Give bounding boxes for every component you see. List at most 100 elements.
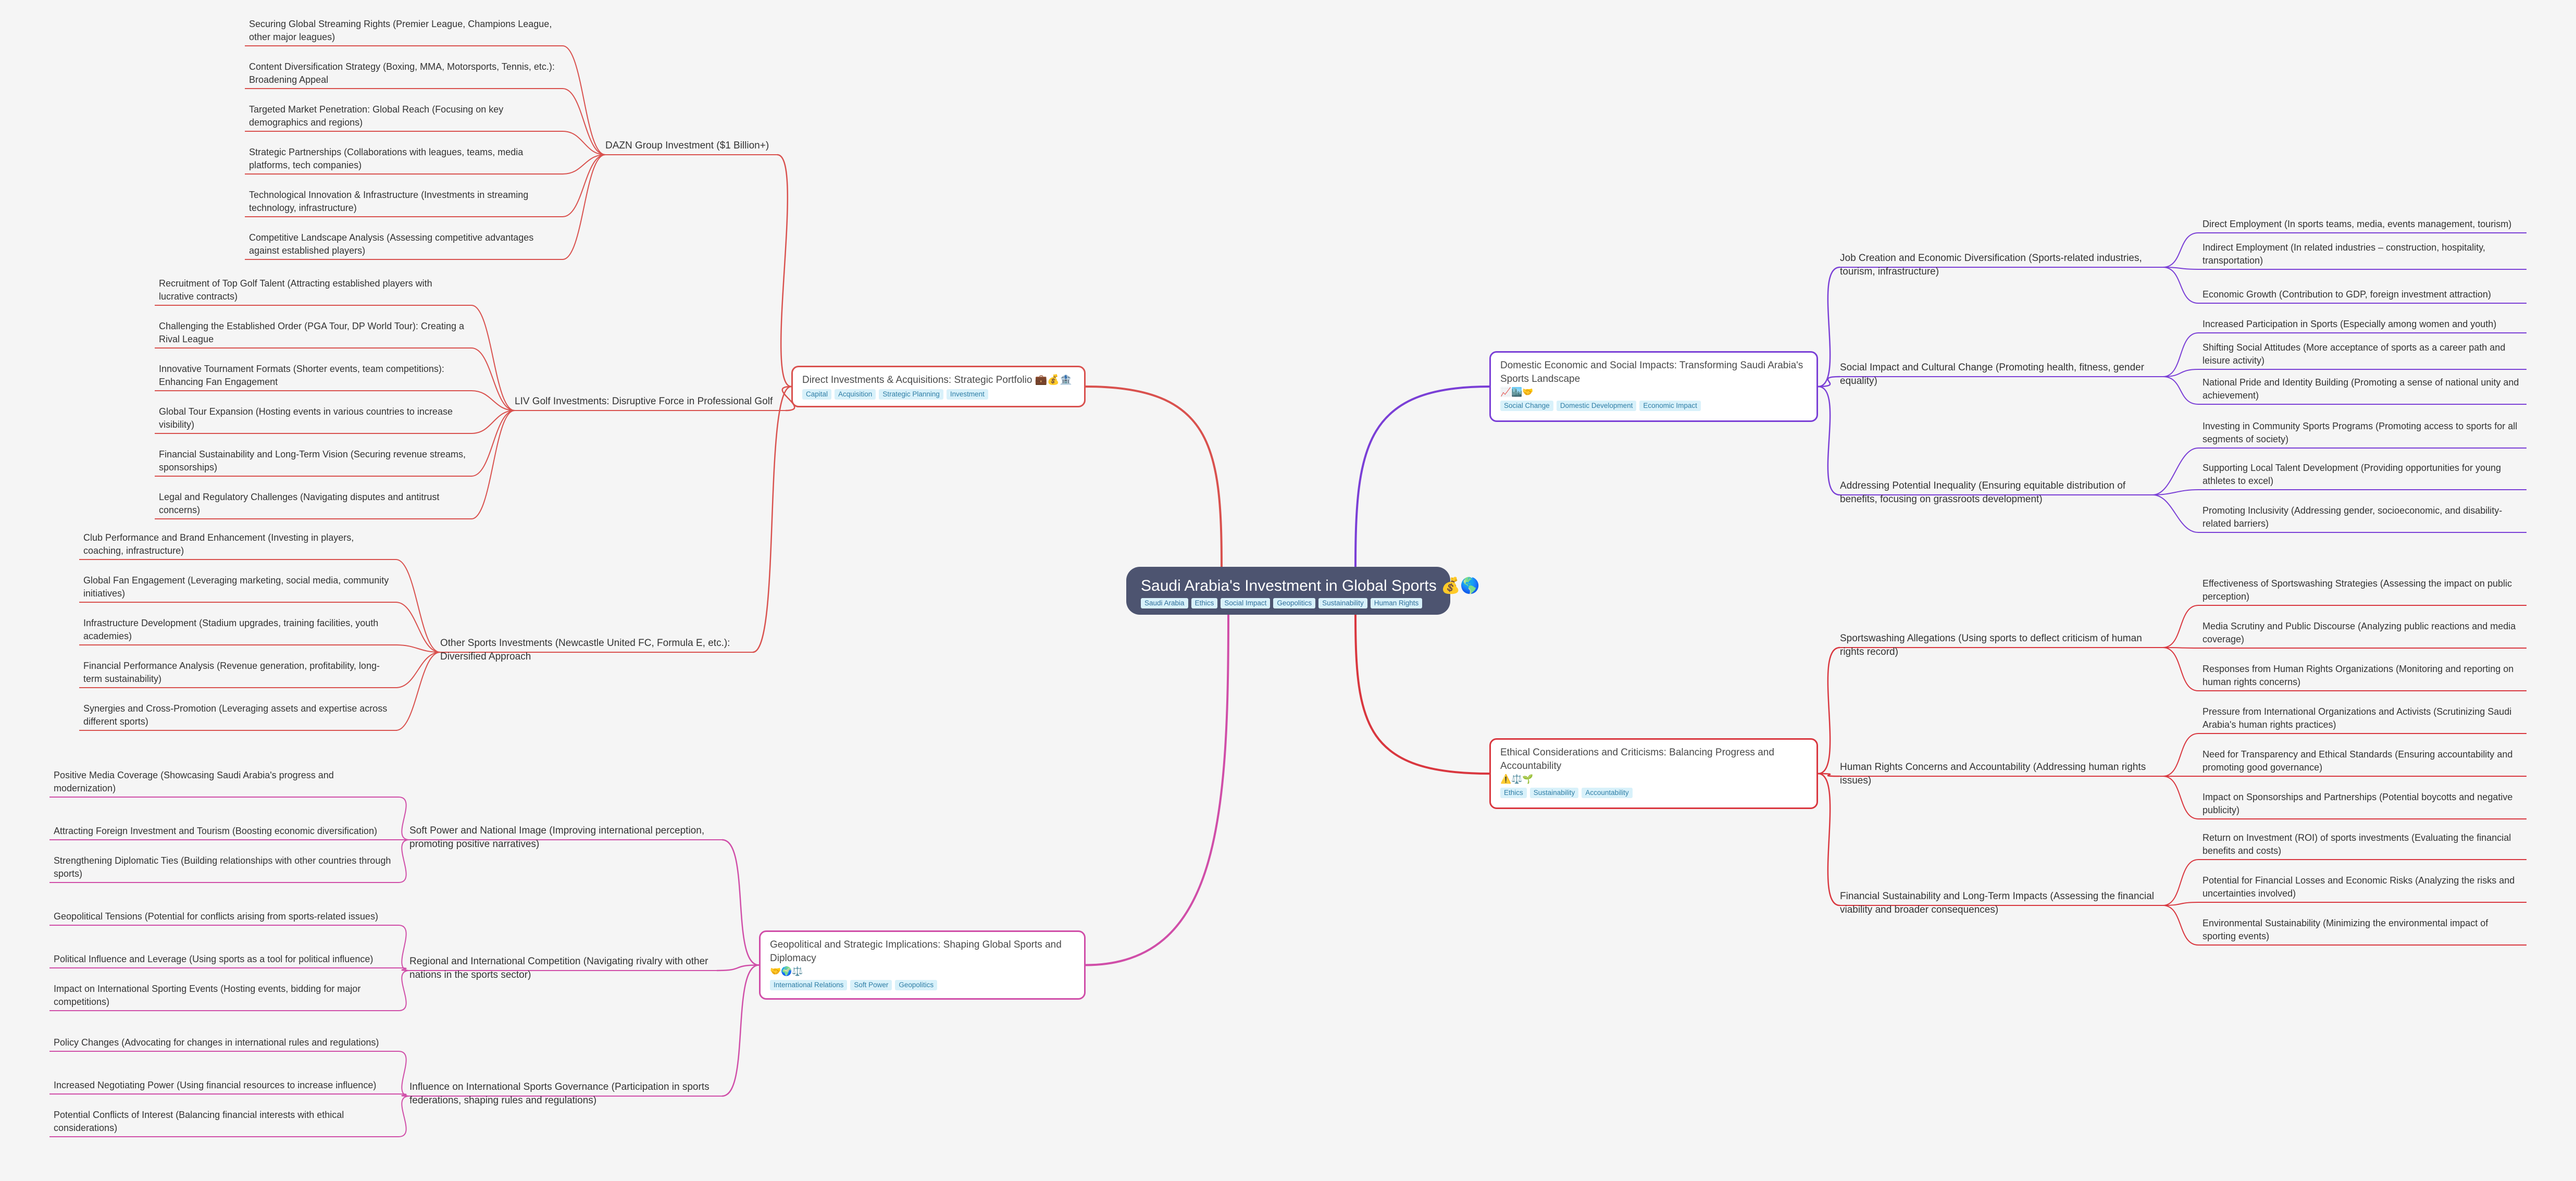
leaf-topic[interactable]: Attracting Foreign Investment and Touris…: [54, 826, 377, 836]
main-topic-1[interactable]: Direct Investments & Acquisitions: Strat…: [791, 366, 1086, 407]
leaf-topic[interactable]: Impact on Sponsorships and Partnerships …: [2202, 792, 2513, 815]
leaf-connector: [398, 839, 410, 883]
topic-emoji: 🤝🌍⚖️: [770, 966, 803, 977]
leaf-topic[interactable]: Recruitment of Top Golf Talent (Attracti…: [159, 278, 432, 302]
leaf-topic[interactable]: Supporting Local Talent Development (Pro…: [2202, 463, 2502, 486]
leaf-topic[interactable]: Increased Participation in Sports (Espec…: [2202, 319, 2497, 329]
tag: Ethics: [1191, 598, 1218, 608]
leaf-topic[interactable]: Infrastructure Development (Stadium upgr…: [83, 618, 379, 641]
leaf-connector: [398, 1051, 410, 1097]
leaf-topic[interactable]: Economic Growth (Contribution to GDP, fo…: [2202, 289, 2491, 300]
leaf-connector: [395, 559, 441, 653]
leaf-connector: [395, 652, 441, 731]
subtopic-label[interactable]: LIV Golf Investments: Disruptive Force i…: [515, 396, 773, 407]
leaf-connector: [2162, 733, 2199, 777]
leaf-topic[interactable]: Challenging the Established Order (PGA T…: [159, 321, 464, 344]
leaf-topic[interactable]: Shifting Social Attitudes (More acceptan…: [2202, 342, 2506, 366]
tag: Capital: [802, 389, 832, 400]
leaf-topic[interactable]: Club Performance and Brand Enhancement (…: [83, 532, 354, 556]
leaf-topic[interactable]: Securing Global Streaming Rights (Premie…: [249, 19, 552, 42]
leaf-topic[interactable]: Political Influence and Leverage (Using …: [54, 954, 374, 964]
branch-connector: [1818, 376, 1840, 388]
leaf-topic[interactable]: Environmental Sustainability (Minimizing…: [2202, 918, 2488, 941]
leaf-topic[interactable]: Potential for Financial Losses and Econo…: [2202, 875, 2515, 899]
leaf-topic[interactable]: Legal and Regulatory Challenges (Navigat…: [159, 492, 440, 515]
tag: Social Impact: [1221, 598, 1271, 608]
leaf-topic[interactable]: Indirect Employment (In related industri…: [2202, 242, 2485, 266]
leaf-connector: [2162, 647, 2199, 691]
subtopic-label[interactable]: Job Creation and Economic Diversificatio…: [1840, 253, 2142, 277]
leaf-topic[interactable]: Innovative Tournament Formats (Shorter e…: [159, 364, 444, 387]
leaf-topic[interactable]: Global Tour Expansion (Hosting events in…: [159, 406, 453, 430]
subtopic-label[interactable]: Financial Sustainability and Long-Term I…: [1840, 891, 2155, 915]
leaf-topic[interactable]: Financial Sustainability and Long-Term V…: [159, 449, 466, 473]
leaf-connector: [395, 652, 441, 688]
subtopic-label[interactable]: Human Rights Concerns and Accountability…: [1840, 762, 2146, 786]
leaf-connector: [398, 925, 410, 971]
subtopic-label[interactable]: Influence on International Sports Govern…: [409, 1081, 710, 1106]
subtopic-label[interactable]: Other Sports Investments (Newcastle Unit…: [440, 638, 730, 662]
leaf-connector: [562, 88, 606, 155]
subtopic-label[interactable]: Regional and International Competition (…: [409, 956, 708, 980]
leaf-connector: [2162, 905, 2199, 946]
leaf-topic[interactable]: Responses from Human Rights Organization…: [2202, 664, 2514, 687]
trunk-connector: [1354, 386, 1490, 567]
tag: Geopolitics: [1273, 598, 1316, 608]
leaf-topic[interactable]: Targeted Market Penetration: Global Reac…: [249, 104, 504, 128]
tag: Domestic Development: [1556, 401, 1637, 411]
leaf-connector: [471, 305, 515, 411]
leaf-topic[interactable]: Increased Negotiating Power (Using finan…: [54, 1080, 377, 1090]
leaf-topic[interactable]: Direct Employment (In sports teams, medi…: [2202, 219, 2512, 229]
leaf-topic[interactable]: Strengthening Diplomatic Ties (Building …: [54, 855, 391, 879]
leaf-topic[interactable]: Promoting Inclusivity (Addressing gender…: [2202, 505, 2503, 529]
leaf-connector: [2152, 489, 2199, 495]
leaf-topic[interactable]: Media Scrutiny and Public Discourse (Ana…: [2202, 621, 2516, 644]
main-topic-2[interactable]: Geopolitical and Strategic Implications:…: [759, 930, 1086, 1000]
leaf-topic[interactable]: Investing in Community Sports Programs (…: [2202, 421, 2518, 444]
leaf-topic[interactable]: Strategic Partnerships (Collaborations w…: [249, 147, 524, 170]
leaf-connector: [2152, 447, 2199, 495]
leaf-connector: [562, 154, 606, 217]
subtopic-label[interactable]: DAZN Group Investment ($1 Billion+): [605, 140, 769, 151]
leaf-topic[interactable]: Content Diversification Strategy (Boxing…: [249, 61, 555, 85]
central-topic-tags: Saudi Arabia Ethics Social Impact Geopol…: [1141, 598, 1436, 608]
subtopic-label[interactable]: Addressing Potential Inequality (Ensurin…: [1840, 480, 2126, 505]
leaf-topic[interactable]: Need for Transparency and Ethical Standa…: [2202, 749, 2513, 773]
leaf-connector: [2162, 605, 2199, 648]
leaf-topic[interactable]: Geopolitical Tensions (Potential for con…: [54, 911, 378, 922]
branch-connector: [777, 154, 792, 388]
leaf-topic[interactable]: Global Fan Engagement (Leveraging market…: [83, 575, 389, 599]
leaf-topic[interactable]: Impact on International Sporting Events …: [54, 984, 361, 1007]
leaf-topic[interactable]: Synergies and Cross-Promotion (Leveragin…: [83, 703, 388, 727]
leaf-topic[interactable]: Effectiveness of Sportswashing Strategie…: [2202, 578, 2512, 602]
leaf-topic[interactable]: Pressure from International Organization…: [2202, 706, 2512, 730]
subtopic-label[interactable]: Social Impact and Cultural Change (Promo…: [1840, 362, 2145, 387]
leaf-connector: [398, 797, 410, 840]
leaf-topic[interactable]: Return on Investment (ROI) of sports inv…: [2202, 832, 2511, 856]
leaf-connector: [471, 410, 515, 519]
central-topic[interactable]: Saudi Arabia's Investment in Global Spor…: [1126, 567, 1480, 615]
leaf-topic[interactable]: National Pride and Identity Building (Pr…: [2202, 377, 2519, 401]
leaf-connector: [471, 410, 515, 477]
leaf-topic[interactable]: Competitive Landscape Analysis (Assessin…: [249, 232, 534, 256]
main-topic-4[interactable]: Ethical Considerations and Criticisms: B…: [1489, 738, 1818, 809]
leaf-topic[interactable]: Potential Conflicts of Interest (Balanci…: [54, 1110, 344, 1133]
leaf-topic[interactable]: Policy Changes (Advocating for changes i…: [54, 1037, 379, 1048]
branch-connector: [752, 386, 792, 653]
leaf-connector: [398, 967, 410, 971]
leaf-connector: [2162, 776, 2199, 819]
leaf-topic[interactable]: Financial Performance Analysis (Revenue …: [83, 661, 380, 684]
main-topic-3[interactable]: Domestic Economic and Social Impacts: Tr…: [1489, 351, 1818, 422]
subtopic-label[interactable]: Sportswashing Allegations (Using sports …: [1840, 633, 2142, 657]
leaf-topic[interactable]: Technological Innovation & Infrastructur…: [249, 190, 529, 213]
leaf-connector: [562, 131, 606, 155]
main-topic-title: Direct Investments & Acquisitions: Strat…: [802, 375, 1072, 386]
subtopic-label[interactable]: Soft Power and National Image (Improving…: [409, 825, 705, 850]
leaf-connector: [398, 1093, 410, 1097]
tag: Sustainability: [1529, 788, 1579, 798]
tag: Sustainability: [1318, 598, 1367, 608]
leaf-topic[interactable]: Positive Media Coverage (Showcasing Saud…: [54, 770, 334, 793]
